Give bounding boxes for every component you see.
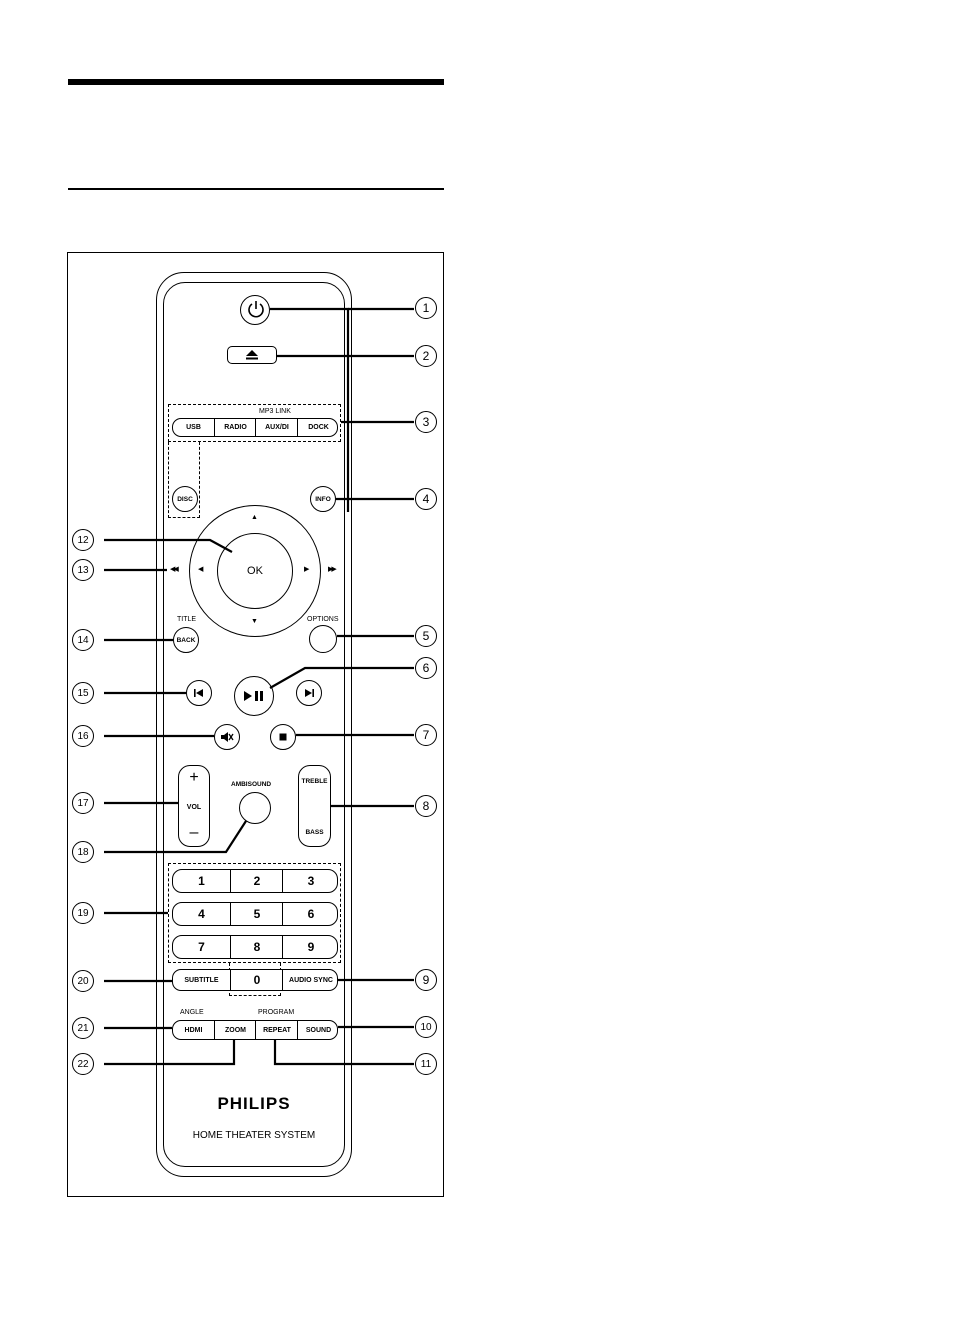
digit-1-button[interactable]: 1 [173,870,230,892]
callout-7: 7 [415,724,437,746]
volume-down-button[interactable]: – [179,824,209,842]
treble-bass-rocker[interactable]: TREBLE BASS [298,765,331,847]
callout-16: 16 [72,725,94,747]
stop-button[interactable] [270,724,296,750]
nav-right-button[interactable]: ▶ [304,566,309,573]
volume-up-button[interactable]: + [179,769,209,787]
brand-logo: PHILIPS [156,1094,352,1114]
callout-14: 14 [72,629,94,651]
play-pause-button[interactable] [234,676,274,716]
callout-10: 10 [415,1016,437,1038]
callout-6: 6 [415,657,437,679]
power-icon [241,295,269,325]
callout-1: 1 [415,297,437,319]
callout-12: 12 [72,529,94,551]
ok-button[interactable]: OK [217,533,293,609]
source-button-bar: USB RADIO AUX/DI DOCK [172,418,338,437]
callout-2: 2 [415,345,437,367]
ambisound-label: AMBISOUND [231,781,271,788]
rewind-icon: ◀◀ [170,566,177,573]
vol-label: VOL [179,804,209,811]
skip-previous-icon [193,688,205,698]
header-rule-thin [68,188,444,190]
callout-5: 5 [415,625,437,647]
callout-4: 4 [415,488,437,510]
callout-21: 21 [72,1017,94,1039]
nav-down-button[interactable]: ▼ [251,618,258,625]
callout-22: 22 [72,1053,94,1075]
zoom-button[interactable]: ZOOM [214,1021,256,1039]
info-button[interactable]: INFO [310,486,336,512]
subtitle-row: SUBTITLE 0 AUDIO SYNC [172,969,338,991]
repeat-button[interactable]: REPEAT [255,1021,298,1039]
dock-button[interactable]: DOCK [297,419,339,436]
hdmi-button[interactable]: HDMI [173,1021,214,1039]
eject-icon [245,350,259,360]
digit-7-button[interactable]: 7 [173,936,230,958]
skip-next-icon [303,688,315,698]
keypad-row-2: 4 5 6 [172,902,338,926]
next-button[interactable] [296,680,322,706]
options-label: OPTIONS [307,616,339,623]
digit-0-button[interactable]: 0 [230,970,283,990]
callout-11: 11 [415,1053,437,1075]
treble-button[interactable]: TREBLE [299,778,330,785]
bass-button[interactable]: BASS [299,829,330,836]
callout-9: 9 [415,969,437,991]
title-label: TITLE [177,616,196,623]
program-label: PROGRAM [258,1009,294,1016]
previous-button[interactable] [186,680,212,706]
callout-20: 20 [72,970,94,992]
disc-button[interactable]: DISC [172,486,198,512]
header-rule-thick [68,79,444,85]
aux-di-button[interactable]: AUX/DI [255,419,298,436]
digit-3-button[interactable]: 3 [282,870,339,892]
digit-9-button[interactable]: 9 [282,936,339,958]
digit-6-button[interactable]: 6 [282,903,339,925]
mute-button[interactable] [214,724,240,750]
callout-3: 3 [415,411,437,433]
product-name: HOME THEATER SYSTEM [156,1130,352,1141]
eject-button[interactable] [227,346,277,364]
sound-button[interactable]: SOUND [297,1021,339,1039]
digit-4-button[interactable]: 4 [173,903,230,925]
ambisound-button[interactable] [239,792,271,824]
callout-15: 15 [72,682,94,704]
digit-8-button[interactable]: 8 [230,936,283,958]
callout-17: 17 [72,792,94,814]
function-button-bar: HDMI ZOOM REPEAT SOUND [172,1020,338,1040]
audio-sync-button[interactable]: AUDIO SYNC [282,970,339,990]
options-button[interactable] [309,625,337,653]
digit-5-button[interactable]: 5 [230,903,283,925]
keypad-row-3: 7 8 9 [172,935,338,959]
callout-19: 19 [72,902,94,924]
volume-rocker[interactable]: + VOL – [178,765,210,847]
digit-2-button[interactable]: 2 [230,870,283,892]
nav-up-button[interactable]: ▲ [251,514,258,521]
keypad-row-1: 1 2 3 [172,869,338,893]
callout-8: 8 [415,795,437,817]
stop-icon [278,732,288,742]
mp3-link-label: MP3 LINK [259,408,291,415]
fast-forward-icon: ▶▶ [328,566,335,573]
power-button[interactable] [240,295,270,325]
back-button[interactable]: BACK [173,627,199,653]
radio-button[interactable]: RADIO [214,419,256,436]
usb-button[interactable]: USB [173,419,214,436]
subtitle-button[interactable]: SUBTITLE [173,970,230,990]
play-pause-icon [243,690,265,702]
callout-18: 18 [72,841,94,863]
callout-13: 13 [72,559,94,581]
mute-icon [220,731,234,743]
angle-label: ANGLE [180,1009,204,1016]
nav-left-button[interactable]: ◀ [198,566,203,573]
